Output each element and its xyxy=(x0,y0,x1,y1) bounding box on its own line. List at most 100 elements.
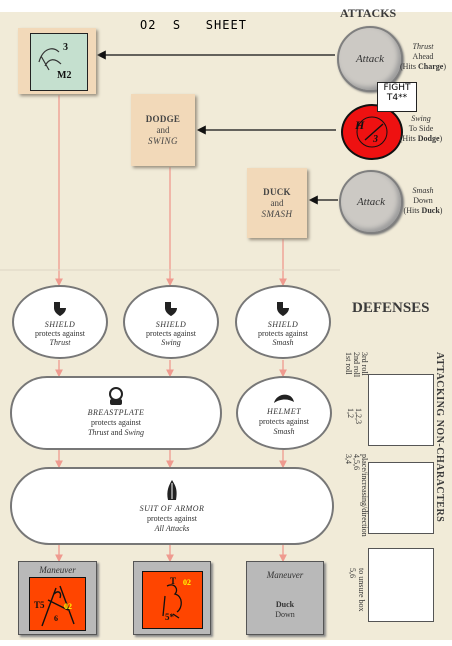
swing-desc-3: (Hits Dodge) xyxy=(399,134,443,143)
thrust-attack-label: Attack xyxy=(355,53,385,65)
player-card-code: M2 xyxy=(57,70,72,81)
helmet-text: protects against xyxy=(259,417,309,426)
swing-desc-1: Swing xyxy=(411,114,431,123)
maneuver-2-num: 5* xyxy=(165,612,174,622)
breastplate-targets: Thrust and Swing xyxy=(87,428,145,437)
thrust-attack-circle[interactable]: Attack xyxy=(337,26,403,92)
breastplate-title: BREASTPLATE xyxy=(87,408,145,417)
maneuver-tile-2[interactable]: T 02 5* xyxy=(133,561,211,635)
non-character-box-2[interactable] xyxy=(368,462,434,534)
maneuver-tile-3[interactable]: Maneuver Duck Down xyxy=(246,561,324,635)
swing-label: SWING xyxy=(148,135,178,146)
shield-smash-oval[interactable]: SHIELD protects against Smash xyxy=(235,285,331,359)
fight-tag-line1: FIGHT xyxy=(383,83,411,93)
thrust-desc-1: Thrust xyxy=(412,42,434,51)
top-strip xyxy=(0,0,452,12)
fight-tag-line2: T4** xyxy=(386,93,408,103)
player-card-frame[interactable]: 3 M2 xyxy=(18,28,96,94)
roll-val-4: 4,5,6 xyxy=(352,454,361,470)
shield-smash-title: SHIELD xyxy=(267,320,299,329)
smash-desc-1: Smash xyxy=(412,186,434,195)
smash-desc-2: Down xyxy=(413,196,433,205)
suit-of-armor-pill[interactable]: SUIT OF ARMOR protects against All Attac… xyxy=(10,467,334,545)
maneuver-3-label: Maneuver xyxy=(266,570,304,580)
shield-smash-target: Smash xyxy=(272,338,294,347)
maneuver-3-line1: Duck xyxy=(275,600,295,609)
non-character-box-3[interactable] xyxy=(368,548,434,622)
dodge-label: DODGE xyxy=(145,113,181,124)
thrust-attack-desc: Thrust Ahead (Hits Charge) xyxy=(398,42,448,72)
breastplate-text: protects against xyxy=(91,418,141,427)
roll-val-3: 3,4 xyxy=(344,454,353,464)
attacking-non-characters-heading: ATTACKING NON-CHARACTERS xyxy=(434,352,445,523)
helmet-target: Smash xyxy=(273,427,295,436)
smash-label: SMASH xyxy=(261,208,293,219)
maneuver-1-counter[interactable]: T5 02 6 xyxy=(29,577,86,631)
sheet-title: O2 S SHEET xyxy=(140,18,247,32)
smash-attack-label: Attack xyxy=(356,196,386,208)
breastplate-pill[interactable]: BREASTPLATE protects against Thrust and … xyxy=(10,376,222,450)
dodge-and: and xyxy=(156,124,170,135)
shield-thrust-oval[interactable]: SHIELD protects against Thrust xyxy=(12,285,108,359)
roll-val-2: 1,2,3 xyxy=(354,408,363,424)
maneuver-1-t: T5 xyxy=(34,600,45,610)
player-card-number: 3 xyxy=(63,42,68,53)
roll-unsure: to unsure box xyxy=(357,568,366,612)
maneuver-2-t: T xyxy=(170,576,177,586)
dodge-swing-box[interactable]: DODGE and SWING xyxy=(131,94,195,166)
helmet-oval[interactable]: HELMET protects against Smash xyxy=(236,376,332,450)
maneuver-1-num: 6 xyxy=(54,614,58,623)
attacks-heading: ATTACKS xyxy=(340,6,397,20)
breastplate-icon xyxy=(109,387,123,405)
duck-and: and xyxy=(270,197,284,208)
roll-direction: place/increasing/direction xyxy=(360,454,369,537)
swing-attack-circle[interactable]: H 3 xyxy=(341,104,403,160)
swing-attack-desc: Swing To Side (Hits Dodge) xyxy=(395,114,447,144)
roll-val-5: 5,6 xyxy=(348,568,357,578)
swing-attack-number: 3 xyxy=(373,134,378,145)
shield-swing-oval[interactable]: SHIELD protects against Swing xyxy=(123,285,219,359)
shield-swing-title: SHIELD xyxy=(155,320,187,329)
roll-val-1: 1,2 xyxy=(346,408,355,418)
smash-attack-circle[interactable]: Attack xyxy=(339,170,403,234)
shield-swing-text: protects against xyxy=(146,329,196,338)
swing-attack-letter: H xyxy=(355,118,365,132)
maneuver-2-counter[interactable]: T 02 5* xyxy=(142,571,203,629)
maneuver-2-code: 02 xyxy=(183,578,191,587)
shield-icon xyxy=(54,302,66,316)
shield-thrust-title: SHIELD xyxy=(44,320,76,329)
shield-smash-text: protects against xyxy=(258,329,308,338)
suit-target: All Attacks xyxy=(154,524,190,533)
helmet-icon xyxy=(274,394,294,403)
maneuver-1-label: Maneuver xyxy=(39,565,76,575)
armor-plume-icon xyxy=(167,480,177,500)
defenses-heading: DEFENSES xyxy=(352,300,430,316)
roll-2nd: 2nd roll xyxy=(352,352,361,378)
shield-thrust-target: Thrust xyxy=(49,338,71,347)
duck-smash-box[interactable]: DUCK and SMASH xyxy=(247,168,307,238)
player-card[interactable]: 3 M2 xyxy=(30,33,88,91)
fight-tag[interactable]: FIGHT T4** xyxy=(377,82,417,112)
shield-icon xyxy=(165,302,177,316)
maneuver-tile-1[interactable]: Maneuver T5 02 6 xyxy=(18,561,97,635)
shield-icon xyxy=(277,302,289,316)
duck-label: DUCK xyxy=(263,186,291,197)
shield-thrust-text: protects against xyxy=(35,329,85,338)
warrior-figure-icon xyxy=(41,585,75,627)
thrust-desc-2: Ahead xyxy=(412,52,434,61)
smash-desc-3: (Hits Duck) xyxy=(403,206,443,215)
swing-attack-marker-icon xyxy=(356,116,388,148)
warrior-figure-icon xyxy=(38,48,62,71)
thrust-desc-3: (Hits Charge) xyxy=(400,62,446,71)
maneuver-1-code: 02 xyxy=(64,602,72,611)
suit-text: protects against xyxy=(147,514,197,523)
non-character-box-1[interactable] xyxy=(368,374,434,446)
bottom-bar xyxy=(0,640,452,646)
roll-1st: 1st roll xyxy=(344,352,353,375)
suit-title: SUIT OF ARMOR xyxy=(139,504,205,513)
smash-attack-desc: Smash Down (Hits Duck) xyxy=(398,186,448,216)
helmet-title: HELMET xyxy=(266,407,302,416)
shield-swing-target: Swing xyxy=(161,338,181,347)
swing-desc-2: To Side xyxy=(408,124,434,133)
